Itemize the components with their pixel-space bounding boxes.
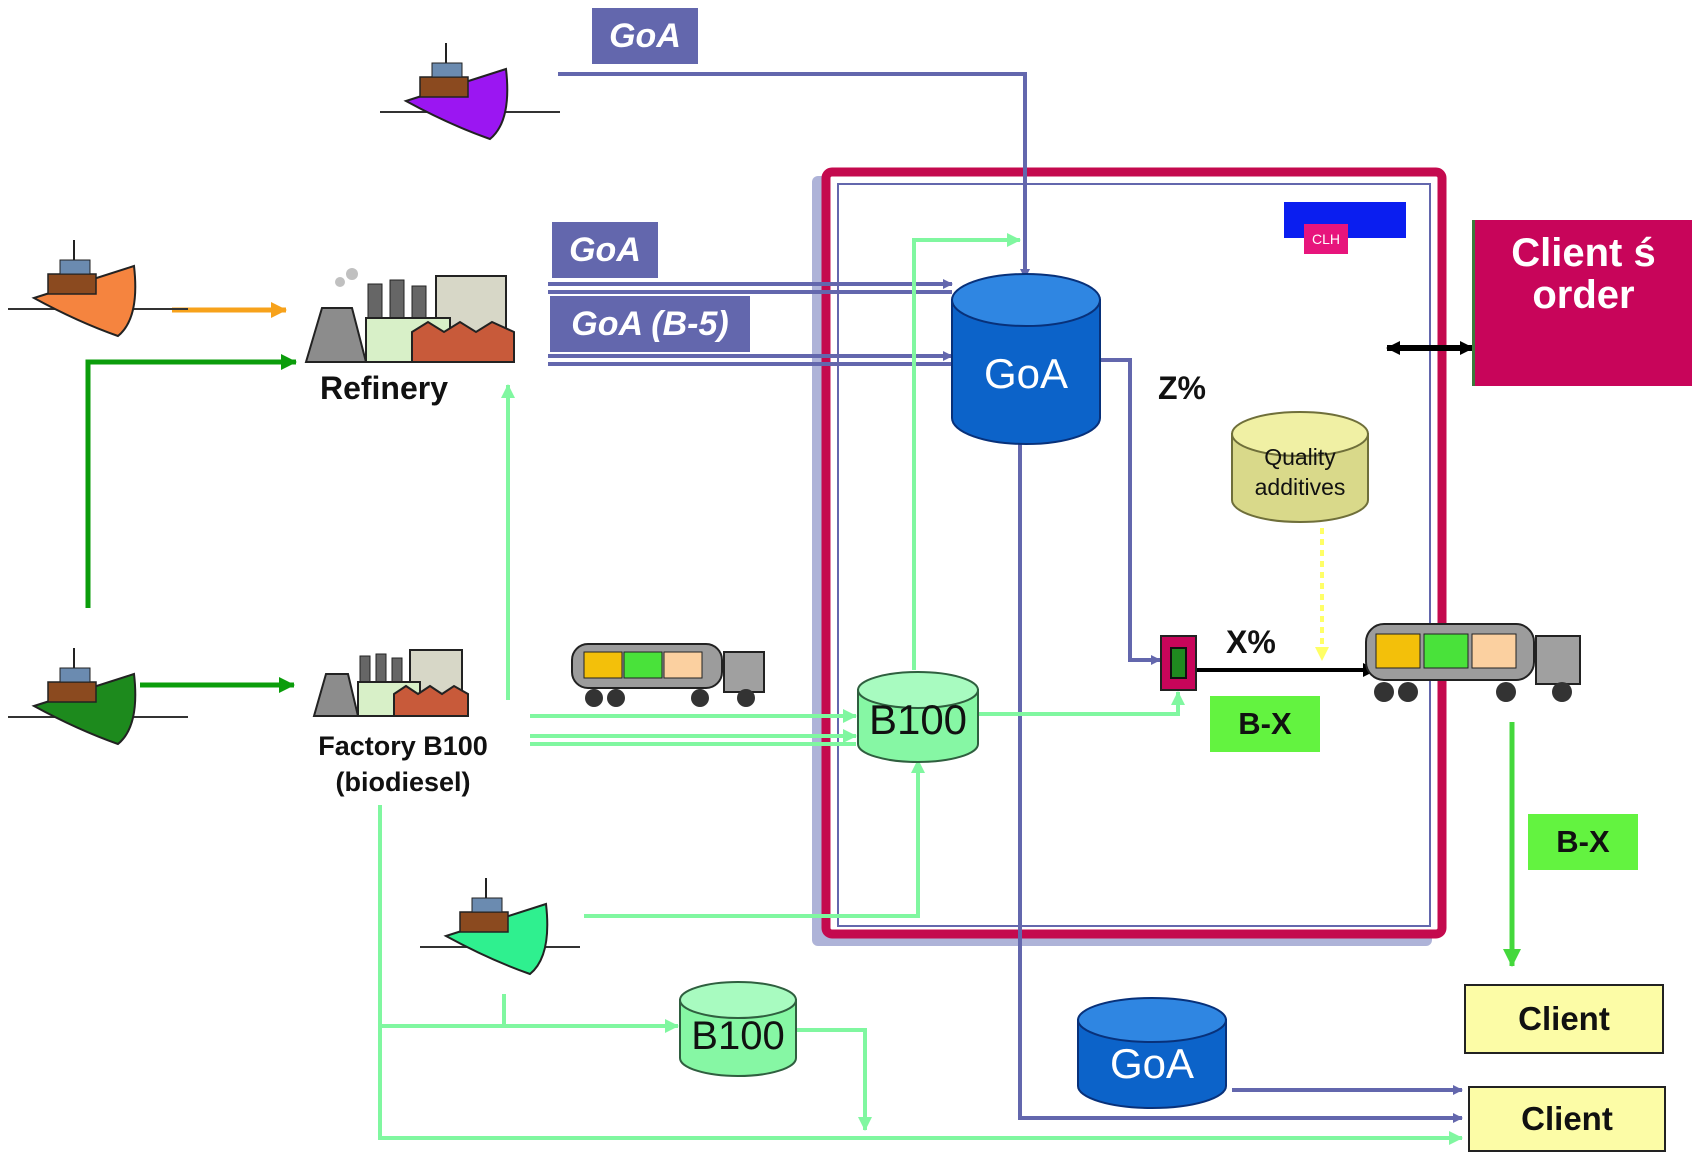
goa-b5-label: GoA (B-5) <box>550 296 750 352</box>
goa-tank-main-label: GoA <box>983 350 1069 397</box>
z-percent-label: Z% <box>1158 370 1206 406</box>
quality-additives-line2: additives <box>1254 474 1346 500</box>
b100-tank-main-label: B100 <box>868 696 968 743</box>
goa-label-top: GoA <box>592 8 698 64</box>
goa-flow-lines <box>548 72 1463 1123</box>
refinery-label: Refinery <box>319 370 449 406</box>
quality-additives-line1: Quality <box>1264 444 1336 470</box>
goa-label-mid: GoA <box>552 222 658 278</box>
blend-injector-icon <box>1160 635 1197 691</box>
factory-label-line1: Factory B100 <box>318 731 488 761</box>
factory-label: Factory B100 (biodiesel) <box>300 728 506 800</box>
client-box-1: Client <box>1464 984 1664 1054</box>
bx-label-inside: B-X <box>1210 696 1320 752</box>
quality-additives-label: Quality additives <box>1232 442 1368 502</box>
biodiesel-factory-icon <box>312 649 469 717</box>
terminal-frame <box>812 167 1447 946</box>
ship-green-icon <box>8 648 188 746</box>
loading-lines <box>1196 341 1474 677</box>
goa-tank-lower <box>1077 997 1227 1109</box>
tanker-truck-right-icon <box>1365 623 1581 702</box>
ship-orange-icon <box>8 240 188 338</box>
b100-tank-lower <box>679 981 797 1077</box>
refinery-factory-icon <box>304 268 515 363</box>
bx-label-outside: B-X <box>1528 814 1638 870</box>
goa-tank-main <box>951 273 1101 445</box>
client-box-2: Client <box>1468 1086 1666 1152</box>
b100-tank-main <box>857 671 979 763</box>
ship-light-green-icon <box>420 878 580 976</box>
client-order-box: Client ś order <box>1472 220 1692 386</box>
goa-tank-lower-label: GoA <box>1109 1040 1195 1087</box>
tanker-truck-left-icon <box>571 643 765 707</box>
b100-tank-lower-label: B100 <box>691 1014 785 1058</box>
quality-additives-tank <box>1231 411 1369 523</box>
ship-purple-icon <box>380 43 560 141</box>
crude-flow-lines <box>85 354 297 693</box>
biodiesel-flow-lines <box>378 233 1463 1145</box>
x-percent-label: X% <box>1226 624 1276 660</box>
clh-logo-mark: CLH <box>1304 224 1348 254</box>
factory-label-line2: (biodiesel) <box>335 767 471 797</box>
